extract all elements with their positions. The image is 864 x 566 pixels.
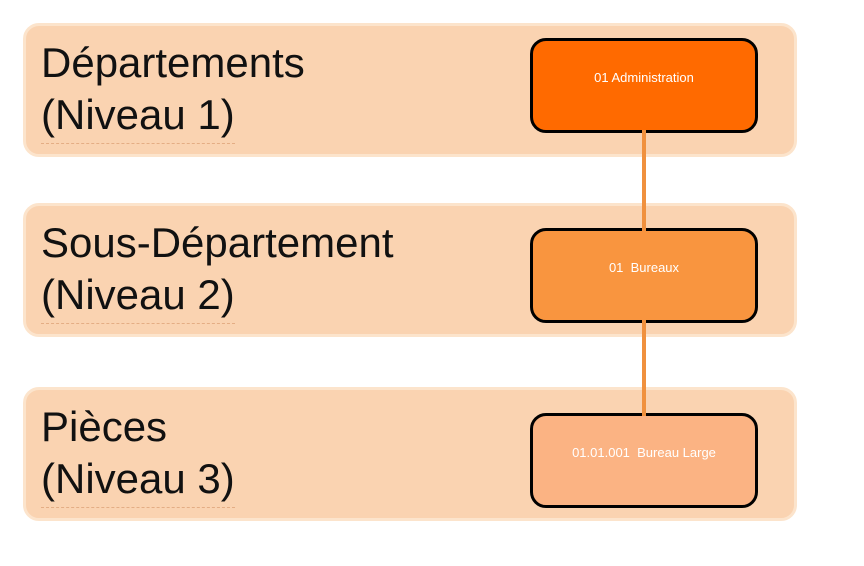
level-2-label-line2: (Niveau 2): [41, 269, 235, 324]
connector-level2-level3: [642, 320, 646, 416]
level-1-label-line2: (Niveau 1): [41, 89, 235, 144]
level-2-label: Sous-Département (Niveau 2): [41, 217, 394, 324]
level-1-label: Départements (Niveau 1): [41, 37, 305, 144]
level-1-label-line1: Départements: [41, 39, 305, 86]
node-bureaux: 01 Bureaux: [530, 228, 758, 323]
level-2-label-line1: Sous-Département: [41, 219, 394, 266]
node-bureau-large: 01.01.001 Bureau Large: [530, 413, 758, 508]
level-3-label-line1: Pièces: [41, 403, 168, 450]
node-bureau-large-label: 01.01.001 Bureau Large: [572, 445, 716, 460]
node-bureaux-label: 01 Bureaux: [608, 260, 680, 275]
node-administration-label: 01 Administration: [594, 70, 694, 85]
connector-level1-level2: [642, 130, 646, 231]
level-3-label-line2: (Niveau 3): [41, 453, 235, 508]
level-3-label: Pièces (Niveau 3): [41, 401, 235, 508]
node-administration: 01 Administration: [530, 38, 758, 133]
